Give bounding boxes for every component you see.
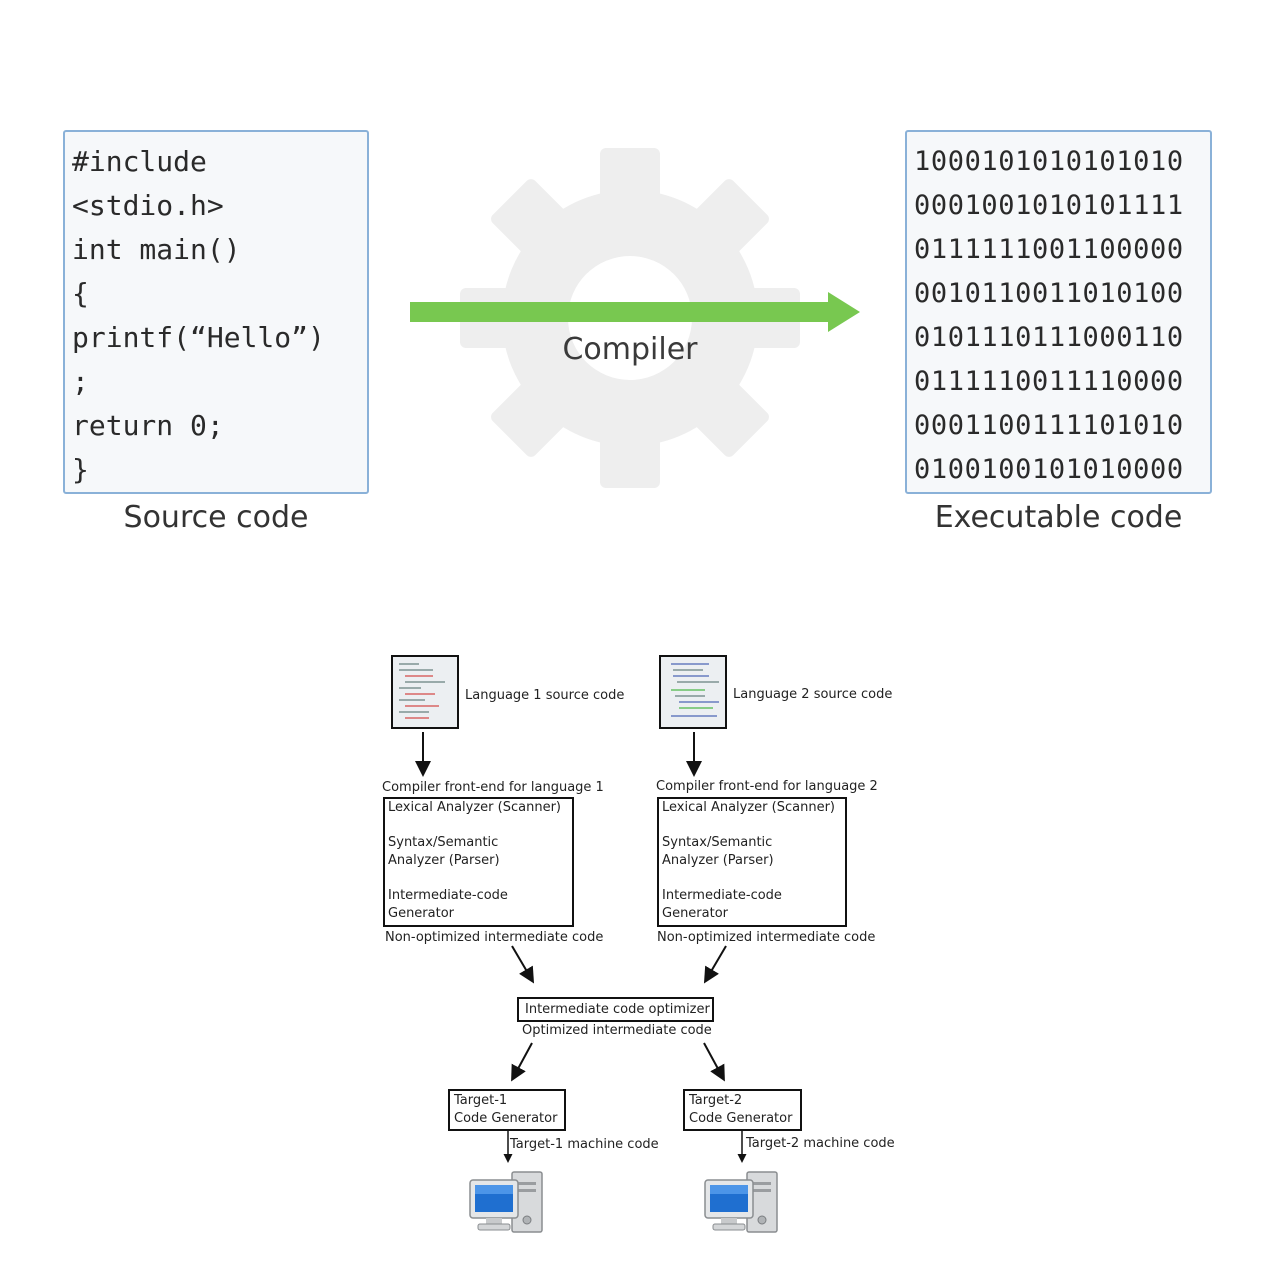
document-icon	[659, 655, 727, 729]
ir-generator-1-line2: Generator	[388, 906, 455, 921]
ir-generator-2-line2: Generator	[662, 906, 729, 921]
binary-line: 1000101010101010	[914, 146, 1184, 177]
binary-line: 0111111001100000	[914, 234, 1184, 265]
source-code-line: int main()	[72, 233, 241, 266]
source-code-line: return 0;	[72, 409, 224, 442]
binary-line: 0001100111101010	[914, 410, 1184, 441]
binary-line: 0001001010101111	[914, 190, 1184, 221]
binary-line: 0101110111000110	[914, 322, 1184, 353]
source-code-caption: Source code	[123, 500, 309, 535]
target-2-line1: Target-2	[689, 1093, 743, 1108]
target-1-box: Target-1 Code Generator	[448, 1089, 566, 1131]
non-optimized-label-2: Non-optimized intermediate code	[657, 930, 876, 945]
lexical-analyzer-2: Lexical Analyzer (Scanner)	[662, 800, 835, 815]
front-end-1-title: Compiler front-end for language 1	[382, 780, 604, 795]
binary-line: 0111110011110000	[914, 366, 1184, 397]
target-1-line1: Target-1	[454, 1093, 508, 1108]
source-code-line: {	[72, 277, 89, 310]
binary-line: 0010110011010100	[914, 278, 1184, 309]
ir-generator-2-line1: Intermediate-code	[662, 888, 782, 903]
computer-icon	[469, 1171, 543, 1233]
executable-code-caption: Executable code	[934, 500, 1183, 535]
front-end-2-box: Lexical Analyzer (Scanner) Syntax/Semant…	[657, 797, 847, 927]
source-code-lines: #include <stdio.h> int main() { printf(“…	[65, 132, 367, 492]
source-code-line: <stdio.h>	[72, 189, 224, 222]
executable-code-box: 1000101010101010 0001001010101111 011111…	[905, 130, 1212, 494]
target-1-line2: Code Generator	[454, 1111, 558, 1126]
binary-line: 0100100101010000	[914, 454, 1184, 485]
syntax-analyzer-2-line2: Analyzer (Parser)	[662, 853, 774, 868]
compiler-label: Compiler	[562, 332, 698, 367]
ir-generator-1-line1: Intermediate-code	[388, 888, 508, 903]
language-1-source-label: Language 1 source code	[465, 688, 625, 703]
source-code-line: printf(“Hello”)	[72, 321, 325, 354]
non-optimized-label-1: Non-optimized intermediate code	[385, 930, 604, 945]
optimizer-box: Intermediate code optimizer	[517, 997, 714, 1022]
syntax-analyzer-1-line1: Syntax/Semantic	[388, 835, 499, 850]
lexical-analyzer-1: Lexical Analyzer (Scanner)	[388, 800, 561, 815]
target-2-machine-label: Target-2 machine code	[746, 1136, 895, 1151]
optimizer-label: Intermediate code optimizer	[525, 1002, 710, 1017]
front-end-1-box: Lexical Analyzer (Scanner) Syntax/Semant…	[383, 797, 574, 927]
compile-arrow-icon	[410, 292, 860, 332]
source-code-line: #include	[72, 145, 207, 178]
target-1-machine-label: Target-1 machine code	[510, 1137, 659, 1152]
source-code-line: }	[72, 453, 89, 486]
target-2-box: Target-2 Code Generator	[683, 1089, 802, 1131]
optimized-label: Optimized intermediate code	[522, 1023, 712, 1038]
target-2-line2: Code Generator	[689, 1111, 793, 1126]
front-end-2-title: Compiler front-end for language 2	[656, 779, 878, 794]
syntax-analyzer-2-line1: Syntax/Semantic	[662, 835, 773, 850]
source-code-box: #include <stdio.h> int main() { printf(“…	[63, 130, 369, 494]
executable-code-lines: 1000101010101010 0001001010101111 011111…	[907, 132, 1210, 492]
source-code-line: ;	[72, 365, 89, 398]
language-2-source-label: Language 2 source code	[733, 687, 893, 702]
computer-icon	[704, 1171, 778, 1233]
document-icon	[391, 655, 459, 729]
syntax-analyzer-1-line2: Analyzer (Parser)	[388, 853, 500, 868]
